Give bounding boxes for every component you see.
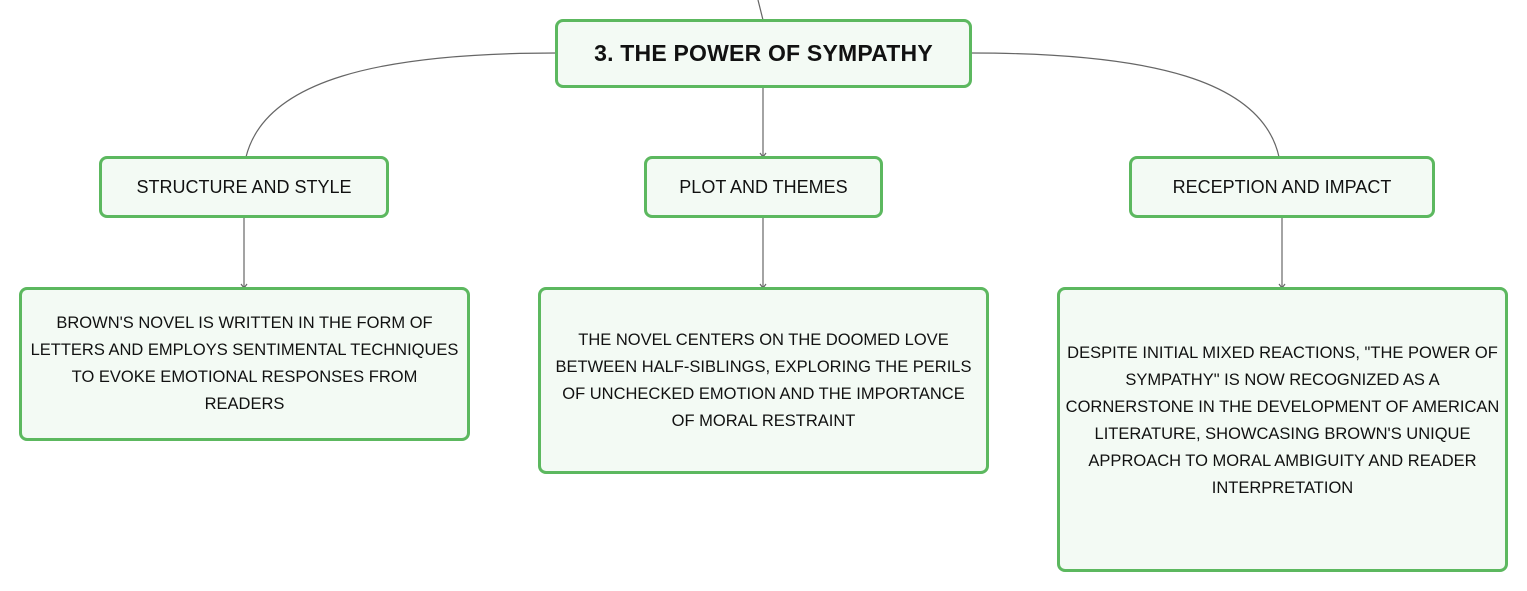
branch-node-reception-and-impact[interactable]: RECEPTION AND IMPACT: [1129, 156, 1435, 218]
connector-parent-to-root: [757, 0, 764, 21]
branch-node-structure-and-style[interactable]: STRUCTURE AND STYLE: [99, 156, 389, 218]
connector-root-to-structure: [245, 52, 557, 158]
detail-node-plot-and-themes[interactable]: THE NOVEL CENTERS ON THE DOOMED LOVE BET…: [538, 287, 989, 474]
root-node-label: 3. THE POWER OF SYMPATHY: [594, 40, 933, 66]
branch-label: PLOT AND THEMES: [679, 176, 848, 197]
branch-label: STRUCTURE AND STYLE: [136, 176, 352, 197]
detail-text: BROWN'S NOVEL IS WRITTEN IN THE FORM OF …: [30, 314, 459, 413]
root-node[interactable]: 3. THE POWER OF SYMPATHY: [555, 19, 972, 88]
detail-text: THE NOVEL CENTERS ON THE DOOMED LOVE BET…: [555, 330, 972, 430]
detail-text: DESPITE INITIAL MIXED REACTIONS, "THE PO…: [1065, 343, 1500, 497]
detail-node-structure-and-style[interactable]: BROWN'S NOVEL IS WRITTEN IN THE FORM OF …: [19, 287, 470, 441]
connector-root-to-reception: [970, 52, 1280, 158]
branch-node-plot-and-themes[interactable]: PLOT AND THEMES: [644, 156, 883, 218]
detail-node-reception-and-impact[interactable]: DESPITE INITIAL MIXED REACTIONS, "THE PO…: [1057, 287, 1508, 572]
branch-label: RECEPTION AND IMPACT: [1172, 176, 1392, 197]
